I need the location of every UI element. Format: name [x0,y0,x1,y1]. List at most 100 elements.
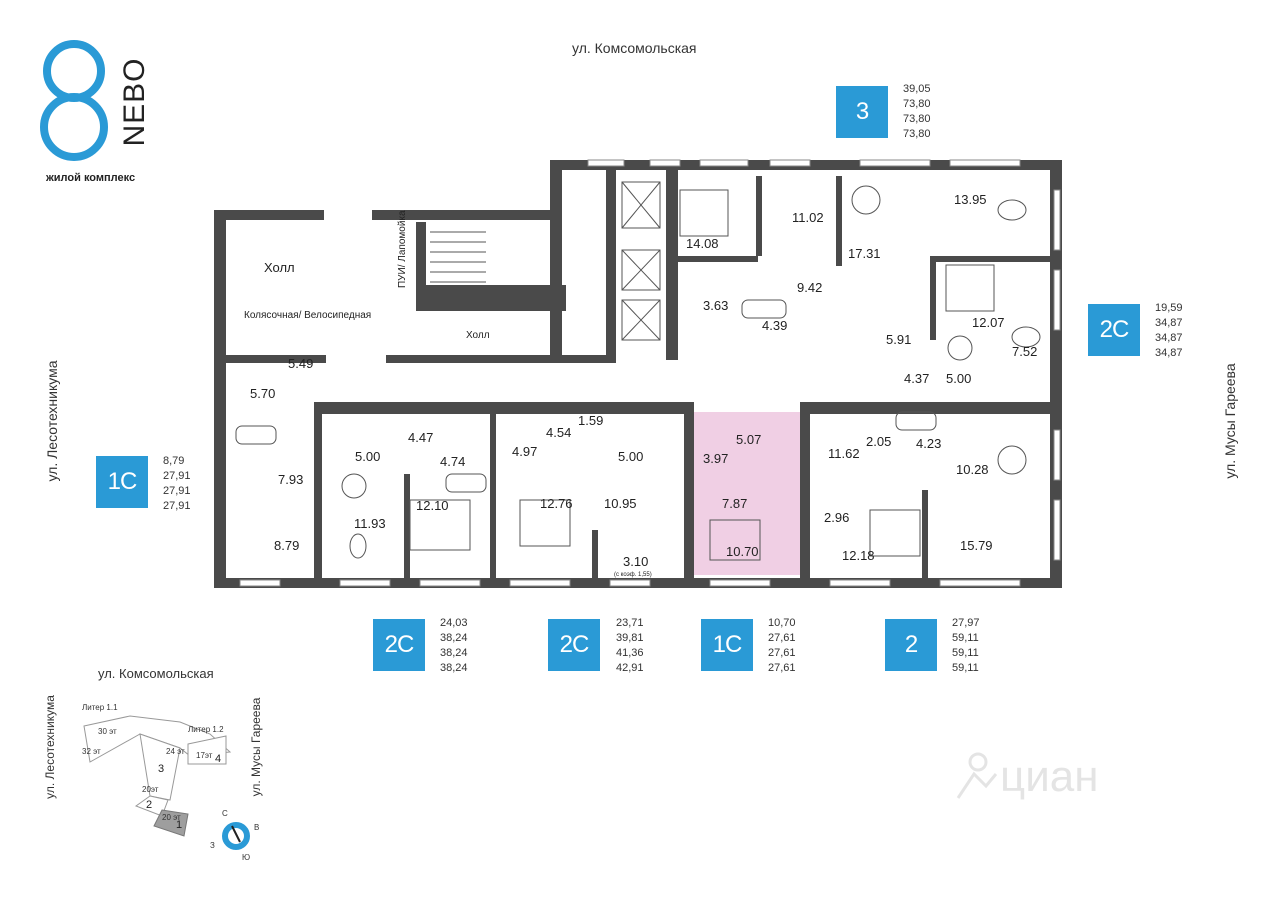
windows [239,159,1061,587]
watermark-text: циан [1000,752,1099,801]
area-total: 27,61 [768,632,796,644]
area-total-3: 27,91 [163,500,191,512]
fixtures [235,185,1041,561]
apartment-type: 2С [384,631,415,658]
minimap-floor: 30 эт [98,727,117,736]
area-living: 27,97 [952,617,980,629]
logo-eight-mark [40,40,108,161]
room-label-hall-2: Холл [466,330,490,341]
room-area: 5.00 [618,449,643,464]
room-area: 4.54 [546,425,571,440]
street-top: ул. Комсомольская [572,40,697,56]
room-area: 10.95 [604,496,637,511]
apartment-areas: 24,03 38,24 38,24 38,24 [440,616,468,676]
apartment-badge[interactable]: 2С [373,619,425,671]
apartment-areas: 27,97 59,11 59,11 59,11 [952,616,980,676]
minimap-floor: 20 эт [162,813,181,822]
area-total-2: 59,11 [952,647,979,659]
room-area: 8.79 [274,538,299,553]
room-area: 4.23 [916,436,941,451]
area-total: 27,91 [163,470,191,482]
room-area: 5.91 [886,332,911,347]
area-living: 24,03 [440,617,468,629]
room-area: 3.63 [703,298,728,313]
compass-west: З [210,841,215,850]
room-area: 4.97 [512,444,537,459]
minimap-street-right-label: ул. Мусы Гареева [249,697,263,797]
area-total-2: 27,61 [768,647,796,659]
room-label-pui: ПУИ/ Лапомойка [397,210,408,288]
apartment-type: 2 [904,631,918,658]
highlighted-apartment[interactable] [684,412,800,575]
room-area: 4.37 [904,371,929,386]
apartment-areas: 39,05 73,80 73,80 73,80 [903,82,931,142]
area-total: 38,24 [440,632,468,644]
area-total: 39,81 [616,632,644,644]
apartment-areas: 10,70 27,61 27,61 27,61 [768,616,796,676]
room-area-note: (с коэф. 1,55) [614,572,652,578]
apartment-type: 1С [712,631,743,658]
room-area: 5.70 [250,386,275,401]
minimap-section: 4 [215,753,221,765]
area-total-3: 42,91 [616,662,644,674]
minimap-section: 3 [158,763,164,775]
apartment-type: 1С [107,468,138,495]
area-total-3: 59,11 [952,662,979,674]
area-total-2: 38,24 [440,647,468,659]
minimap-street-right: ул. Мусы Гареева [249,687,263,807]
apartment-badge[interactable]: 2 [885,619,937,671]
compass-east: В [254,823,259,832]
area-total-3: 73,80 [903,128,931,140]
apartment-type: 2С [559,631,590,658]
area-total: 73,80 [903,98,931,110]
compass-north: С [222,809,228,818]
apartment-badge[interactable]: 2С [548,619,600,671]
apartment-badge[interactable]: 1С [96,456,148,508]
room-area: 11.62 [828,446,860,461]
room-area: 10.70 [726,544,759,559]
room-area: 12.10 [416,498,449,513]
area-total-2: 41,36 [616,647,644,659]
minimap-section: 1 [176,819,182,831]
minimap-liter-1-1: Литер 1.1 [82,703,118,712]
area-total: 34,87 [1155,317,1183,329]
apartment-areas: 23,71 39,81 41,36 42,91 [616,616,644,676]
minimap-section: 2 [146,799,152,811]
room-label-stroller: Колясочная/ Велосипедная [244,310,371,321]
apartment-areas: 8,79 27,91 27,91 27,91 [163,454,191,514]
minimap-street-top: ул. Комсомольская [98,666,214,681]
room-area: 4.74 [440,454,465,469]
area-total-2: 34,87 [1155,332,1183,344]
compass: С В Ю З [210,809,259,862]
room-area: 14.08 [686,236,719,251]
stairs [430,231,486,283]
room-area: 5.00 [355,449,380,464]
area-total-2: 27,91 [163,485,191,497]
minimap-floor: 17эт [196,751,213,760]
room-area: 3.97 [703,451,728,466]
minimap-liter-1-2: Литер 1.2 [188,725,224,734]
minimap-highlight-section[interactable] [153,809,189,837]
logo-subtitle: жилой комплекс [46,172,136,184]
compass-ring [222,822,250,850]
area-total-3: 27,61 [768,662,796,674]
area-living: 8,79 [163,455,185,467]
apartment-badge[interactable]: 3 [836,86,888,138]
room-area: 1.59 [578,413,603,428]
apartment-badge[interactable]: 2С [1088,304,1140,356]
room-area: 9.42 [797,280,822,295]
compass-needle [231,825,241,843]
room-area: 7.52 [1012,344,1037,359]
area-total-3: 34,87 [1155,347,1183,359]
room-area: 11.93 [354,516,386,531]
room-area: 5.49 [288,356,313,371]
room-area: 17.31 [848,246,881,261]
room-area: 5.00 [946,371,971,386]
compass-south: Ю [242,853,250,862]
room-area: 11.02 [792,210,824,225]
minimap-street-left: ул. Лесотехникума [43,687,57,807]
apartment-badge[interactable]: 1С [701,619,753,671]
apartment-areas: 19,59 34,87 34,87 34,87 [1155,301,1183,361]
